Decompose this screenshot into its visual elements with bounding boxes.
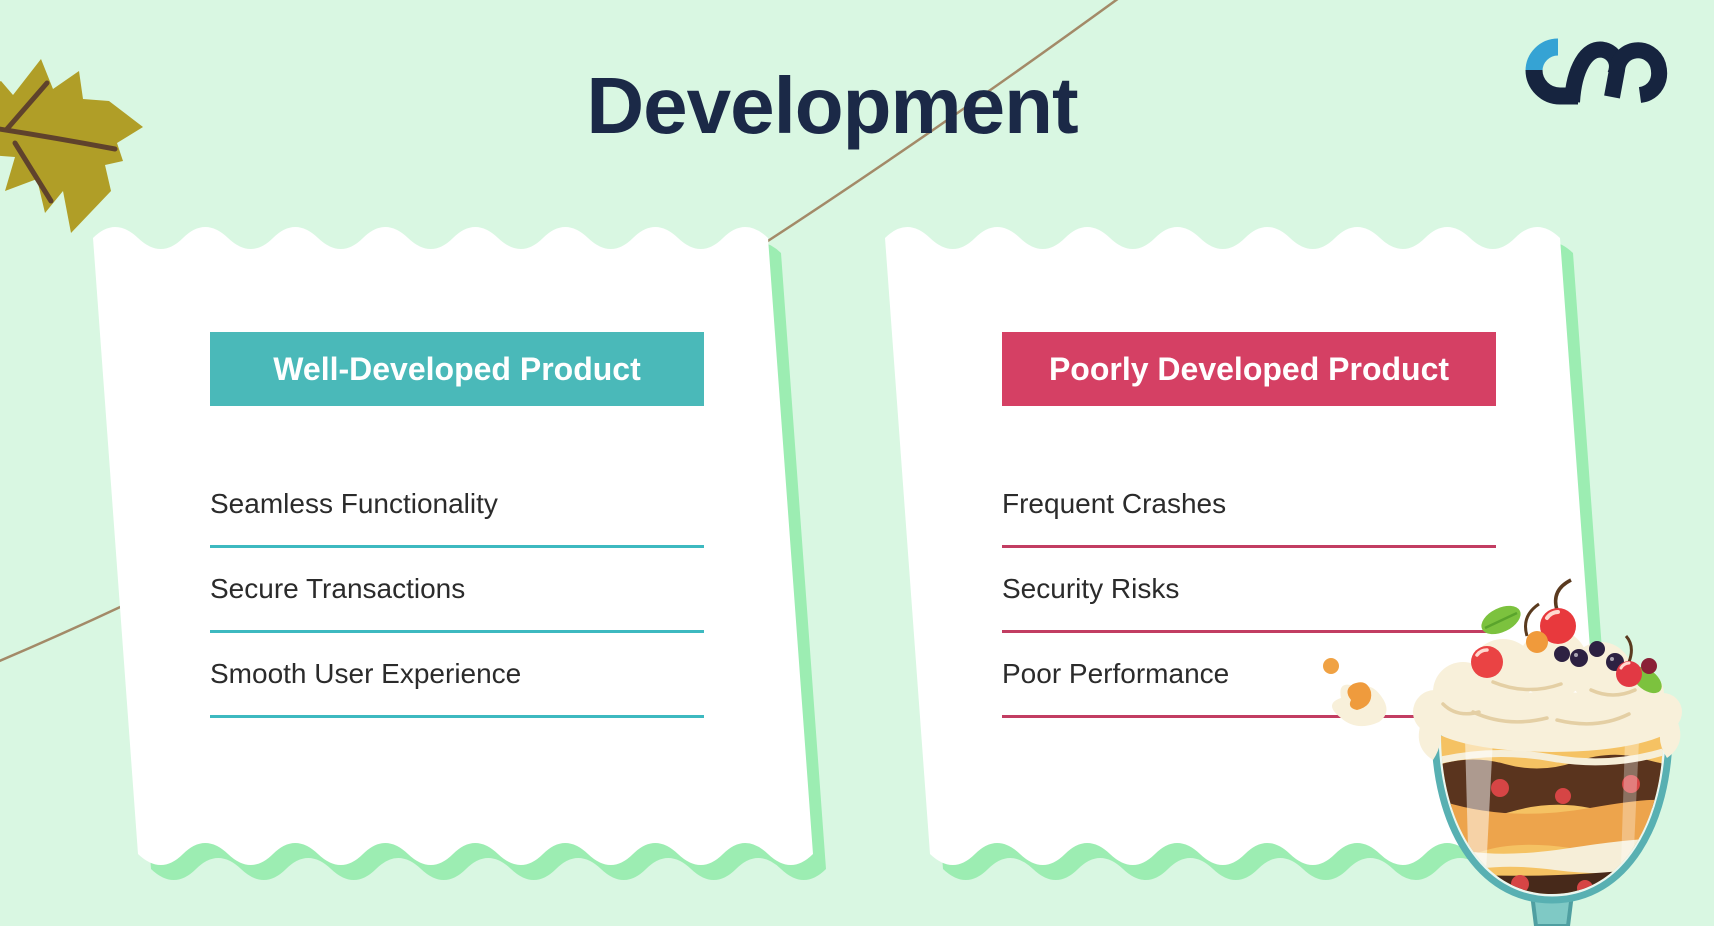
list-item-label: Seamless Functionality (210, 488, 498, 519)
card-header-label: Well-Developed Product (273, 350, 641, 387)
list-item-label: Smooth User Experience (210, 658, 522, 689)
list-item-label: Frequent Crashes (1002, 488, 1227, 519)
page-title: Development (586, 61, 1078, 150)
list-item: Frequent Crashes (1002, 463, 1496, 548)
list-item-label: Secure Transactions (210, 573, 466, 604)
leaf-illustration (0, 59, 143, 233)
well-developed-list: Seamless Functionality Secure Transactio… (210, 463, 704, 718)
list-item: Smooth User Experience (210, 633, 704, 718)
card-header-label: Poorly Developed Product (1048, 350, 1450, 387)
card-header-poorly-developed: Poorly Developed Product (1002, 332, 1496, 406)
list-item: Security Risks (1002, 548, 1496, 633)
card-header-well-developed: Well-Developed Product (210, 332, 704, 406)
poorly-developed-list: Frequent Crashes Security Risks Poor Per… (1002, 463, 1496, 718)
list-item: Poor Performance (1002, 633, 1496, 718)
list-item: Seamless Functionality (210, 463, 704, 548)
list-item: Secure Transactions (210, 548, 704, 633)
trifle-dessert-illustration (1323, 578, 1682, 926)
list-item-label: Poor Performance (1002, 658, 1230, 689)
tro-logo (1525, 38, 1667, 105)
list-item-label: Security Risks (1002, 573, 1180, 604)
card-well-developed: Well-Developed Product Seamless Function… (93, 220, 833, 880)
